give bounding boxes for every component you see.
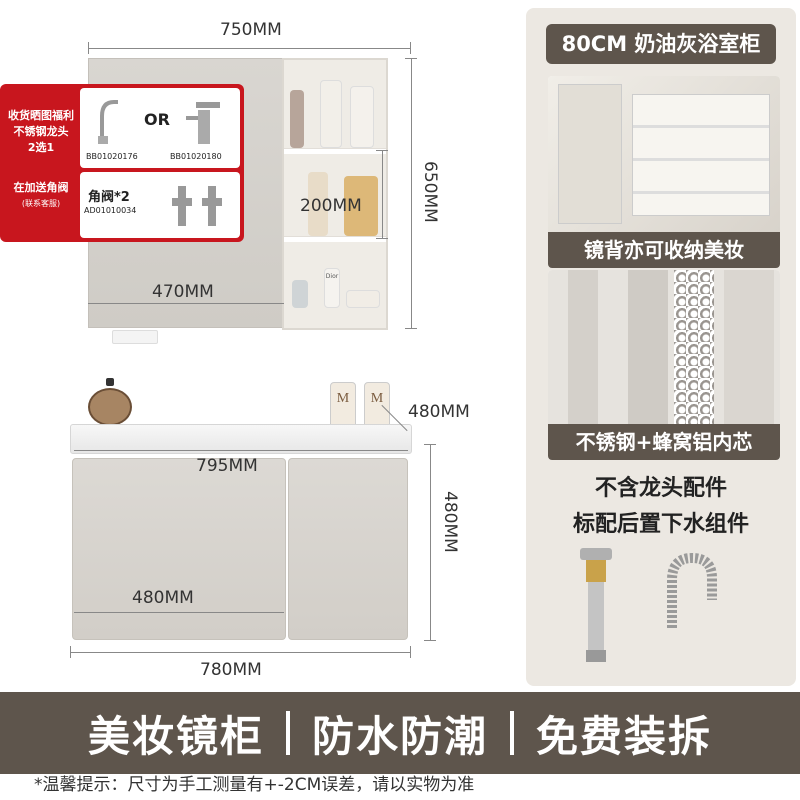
- vanity-depth-label: 480MM: [408, 402, 470, 422]
- vanity-right-door: [288, 458, 408, 640]
- note-no-faucet: 不含龙头配件: [594, 476, 727, 501]
- promo-box: 收货晒图福利 不锈钢龙头 2选1 在加送角阀 (联系客服) OR BB01020…: [0, 84, 244, 242]
- or-label: OR: [144, 110, 170, 129]
- faucet-code-1: BB01020176: [86, 152, 138, 161]
- note-drain-kit: 标配后置下水组件: [572, 512, 749, 537]
- bottle-label: M: [370, 391, 384, 406]
- angle-valve-icon: [168, 178, 234, 232]
- dior-label: Dior: [325, 273, 339, 280]
- faucet-icon: [90, 96, 120, 146]
- bottle-icon: [344, 176, 378, 236]
- cup-icon: [292, 280, 308, 308]
- bottle-icon: [350, 86, 374, 148]
- right-panel: 80CM 奶油灰浴室柜 镜背亦可收纳美妆 不锈钢+蜂窝铝内芯 不含龙头配件 标配…: [526, 8, 796, 686]
- promo-line1: 收货晒图福利: [8, 109, 74, 122]
- vanity-left-door: [72, 458, 286, 640]
- caption-material: 不锈钢+蜂窝铝内芯: [548, 424, 780, 460]
- bottle-icon: [320, 80, 342, 148]
- divider: [285, 711, 290, 755]
- drain-pipe-icon: [576, 546, 616, 666]
- basin-width-label: 795MM: [196, 456, 258, 476]
- door-width-label: 470MM: [152, 282, 214, 302]
- valve-label: 角阀*2: [88, 190, 130, 205]
- faucet-code-2: BB01020180: [170, 152, 222, 161]
- honeycomb-core-icon: [674, 270, 714, 424]
- cabinet-back-photo: 镜背亦可收纳美妆: [548, 76, 780, 268]
- promo-line3: 2选1: [27, 141, 55, 154]
- valve-code: AD01010034: [84, 206, 137, 215]
- honeycomb-image: [548, 270, 780, 424]
- bottle-icon: Dior: [324, 268, 340, 308]
- mirror-width-label: 750MM: [218, 20, 284, 40]
- promo-extra1: 在加送角阀: [13, 181, 69, 194]
- soap-bottle-icon: M: [364, 382, 390, 428]
- tissue-icon: [112, 330, 158, 344]
- faucet-card: OR BB01020176 BB01020180: [80, 88, 240, 168]
- feature-mirror-cabinet: 美妆镜柜: [87, 711, 264, 761]
- mirror-cabinet-interior: Dior: [282, 58, 388, 330]
- soap-bottle-icon: M: [330, 382, 356, 428]
- jar-icon: [346, 290, 380, 308]
- promo-line2: 不锈钢龙头: [13, 125, 69, 138]
- flex-hose-icon: [656, 550, 726, 630]
- promo-extra2: (联系客服): [21, 199, 61, 208]
- bottle-icon: [308, 172, 328, 236]
- valve-card: 角阀*2 AD01010034: [80, 172, 240, 238]
- cabinet-image: [548, 76, 780, 232]
- bottle-label: M: [336, 391, 350, 406]
- vanity-width-label: 780MM: [200, 660, 262, 680]
- faucet-icon: [184, 96, 224, 146]
- footer-note: *温馨提示：尺寸为手工测量有+-2CM误差，请以实物为准: [34, 775, 475, 795]
- bottle-icon: [290, 90, 304, 148]
- material-photo: 不锈钢+蜂窝铝内芯: [548, 270, 780, 460]
- vanity-height-label: 480MM: [440, 491, 460, 553]
- feature-waterproof: 防水防潮: [311, 711, 488, 761]
- mirror-height-label: 650MM: [420, 161, 440, 223]
- vanity-door-width-label: 480MM: [132, 588, 194, 608]
- divider: [510, 711, 514, 755]
- caption-cabinet-back: 镜背亦可收纳美妆: [548, 232, 780, 268]
- feature-free-install: 免费装拆: [536, 711, 713, 761]
- feature-banner: 美妆镜柜 防水防潮 免费装拆: [0, 692, 800, 774]
- perfume-icon: [88, 378, 132, 426]
- shelf-height-label: 200MM: [300, 196, 362, 216]
- product-tag: 80CM 奶油灰浴室柜: [546, 24, 776, 64]
- vanity-basin: [70, 424, 412, 454]
